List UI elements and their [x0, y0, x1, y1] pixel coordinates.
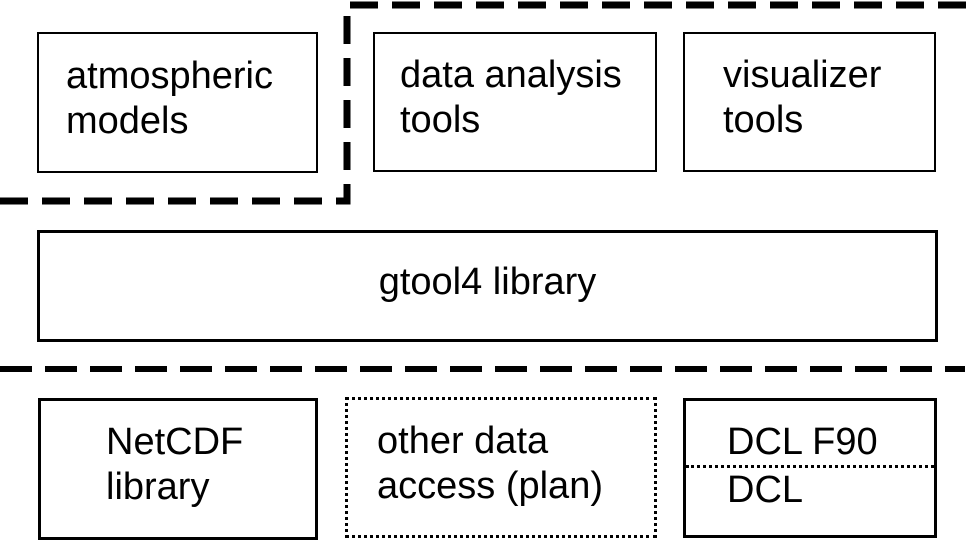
- box-netcdf-library: NetCDF library: [38, 398, 318, 540]
- box-atmospheric-models: atmospheric models: [37, 32, 318, 173]
- dcl-section: DCL: [686, 468, 934, 535]
- box-data-analysis-tools: data analysis tools: [373, 32, 657, 172]
- box-visualizer-tools: visualizer tools: [683, 32, 936, 172]
- dcl-label: DCL: [727, 469, 804, 511]
- atmospheric-models-label-line1: atmospheric: [66, 54, 273, 97]
- visualizer-tools-label-line2: tools: [723, 99, 804, 141]
- other-data-access-label-line1: other data: [377, 419, 549, 462]
- netcdf-library-label-line2: library: [106, 466, 210, 508]
- other-data-access-label-line2: access (plan): [377, 464, 603, 507]
- netcdf-library-label-line1: NetCDF: [106, 421, 244, 463]
- data-analysis-tools-label-line1: data analysis: [400, 54, 622, 96]
- box-other-data-access: other data access (plan): [345, 397, 657, 538]
- dcl-f90-section: DCL F90: [686, 401, 934, 468]
- atmospheric-models-label-line2: models: [66, 99, 189, 142]
- gtool4-library-label: gtool4 library: [378, 260, 597, 303]
- dcl-f90-label: DCL F90: [727, 421, 878, 463]
- data-analysis-tools-label-line2: tools: [400, 99, 481, 141]
- visualizer-tools-label-line1: visualizer: [723, 54, 882, 96]
- box-gtool4-library: gtool4 library: [37, 230, 938, 342]
- box-dcl-stack: DCL F90 DCL: [683, 398, 937, 538]
